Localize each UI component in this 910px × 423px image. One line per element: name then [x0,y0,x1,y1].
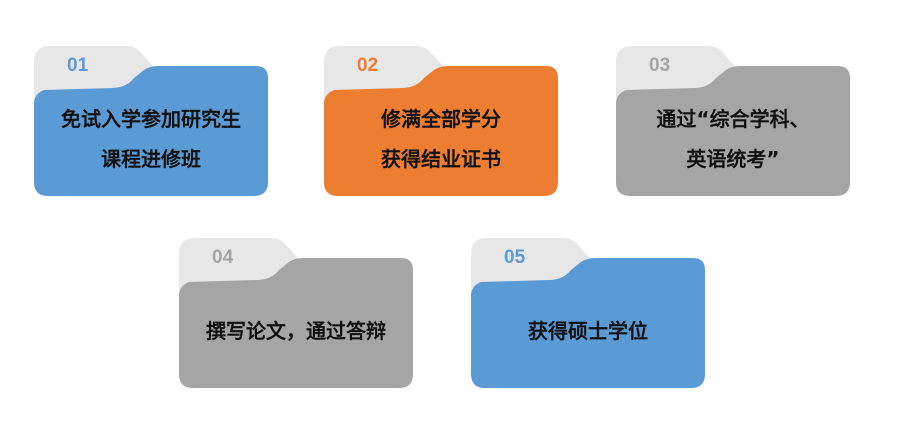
folder-body [179,258,413,388]
step-text: 撰写论文，通过答辩 [179,278,413,384]
step-text-line: 获得硕士学位 [528,319,648,343]
step-text-line: 免试入学参加研究生 [61,107,241,131]
step-card-05: 05 获得硕士学位 [471,236,705,388]
step-number: 04 [212,247,234,268]
folder-body [324,66,558,196]
step-text-line: 获得结业证书 [381,147,501,171]
step-text-line: 课程进修班 [101,147,201,171]
step-text-line: 通过“综合学科、 [656,107,810,131]
folder-shape [471,238,705,388]
step-text: 获得硕士学位 [471,278,705,384]
step-card-04: 04 撰写论文，通过答辩 [179,236,413,388]
step-text-line: 撰写论文，通过答辩 [206,319,386,343]
folder-shape [616,46,850,196]
step-text-line: 英语统考” [686,147,780,171]
folder-shape [324,46,558,196]
step-number: 02 [357,55,379,76]
step-card-03: 03 通过“综合学科、 英语统考” [616,44,850,196]
folder-body [616,66,850,196]
step-text: 修满全部学分 获得结业证书 [324,86,558,192]
step-card-01: 01 免试入学参加研究生 课程进修班 [34,44,268,196]
folder-body [471,258,705,388]
step-number: 03 [649,55,671,76]
step-number: 05 [504,247,526,268]
folder-body [34,66,268,196]
step-number: 01 [67,55,89,76]
step-text: 通过“综合学科、 英语统考” [616,86,850,192]
step-text: 免试入学参加研究生 课程进修班 [34,86,268,192]
step-card-02: 02 修满全部学分 获得结业证书 [324,44,558,196]
folder-shape [179,238,413,388]
folder-shape [34,46,268,196]
step-text-line: 修满全部学分 [381,107,501,131]
